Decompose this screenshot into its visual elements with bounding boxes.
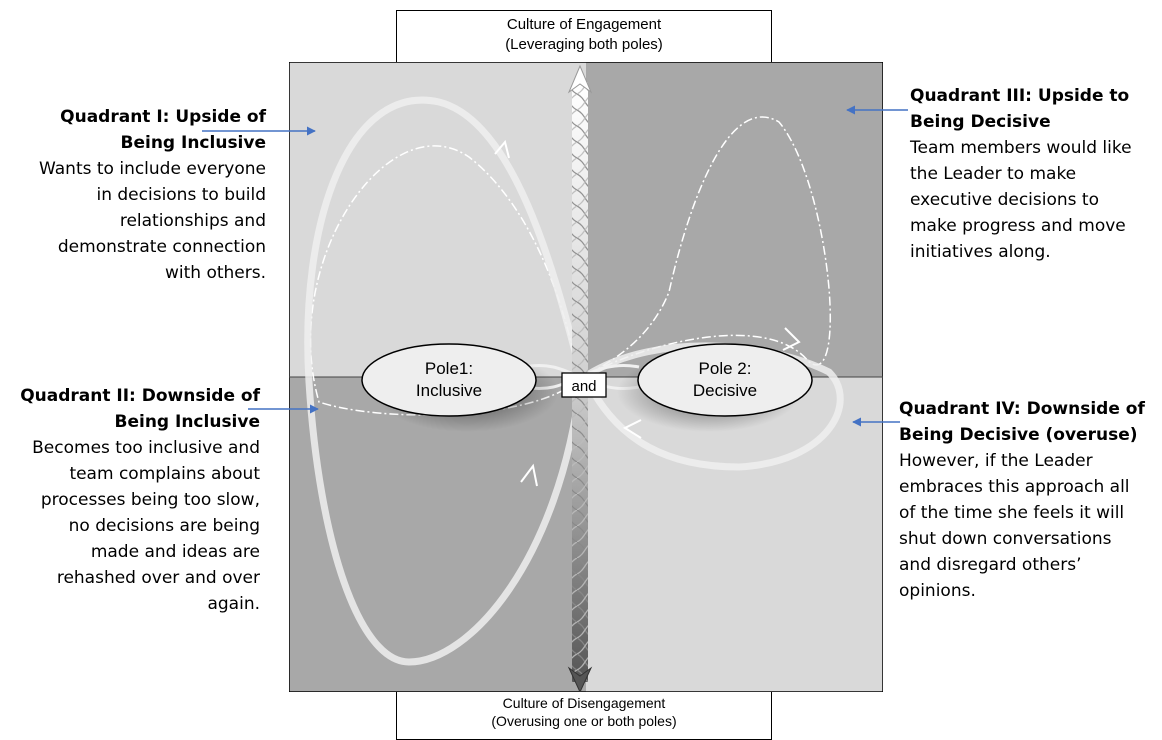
dashed-loop-right [588, 116, 832, 375]
quadrant-1-line: relationships and [119, 211, 266, 231]
quadrant-3-annotation: Quadrant III: Upside to Being Decisive T… [910, 83, 1132, 265]
quadrant-3-title: Quadrant III: Upside to [910, 86, 1130, 106]
pole-1-title: Pole1: [425, 359, 473, 378]
quadrant-1-annotation: Quadrant I: Upside of Being Inclusive Wa… [39, 104, 266, 286]
quadrant-4-line: However, if the Leader [899, 451, 1093, 471]
quadrant-2-annotation: Quadrant II: Downside of Being Inclusive… [20, 383, 260, 617]
quadrant-1-line: Wants to include everyone [39, 159, 266, 179]
loop-arrow-upper-left [494, 139, 510, 159]
quadrant-4-title: Quadrant IV: Downside of [899, 399, 1145, 419]
quadrant-4-annotation: Quadrant IV: Downside of Being Decisive … [899, 396, 1145, 604]
quadrant-2-title-2: Being Inclusive [114, 412, 261, 432]
quadrant-3-line: executive decisions to [910, 190, 1099, 210]
quadrant-2-line: no decisions are being [68, 516, 260, 536]
pole-2-label: Decisive [693, 381, 757, 400]
disengagement-subtitle: (Overusing one or both poles) [491, 713, 677, 729]
quadrant-3-line: Team members would like [910, 138, 1132, 158]
quadrant-3-area [586, 62, 883, 377]
quadrant-2-line: made and ideas are [90, 542, 260, 562]
quadrant-4-line: embraces this approach all [899, 477, 1130, 497]
culture-of-engagement-box: Culture of Engagement (Leveraging both p… [396, 10, 772, 62]
quadrant-1-line: demonstrate connection [57, 237, 266, 257]
quadrant-3-line: initiatives along. [910, 242, 1051, 262]
down-arrow-icon [567, 666, 593, 692]
quadrant-3-title-2: Being Decisive [910, 112, 1051, 132]
engagement-title: Culture of Engagement [506, 16, 662, 33]
pole-2-title: Pole 2: [699, 359, 752, 378]
quadrant-4-line: and disregard others’ [899, 555, 1082, 575]
loop-arrow-right [782, 327, 801, 351]
up-arrow-icon [567, 64, 593, 94]
quadrant-1-line: in decisions to build [96, 185, 266, 205]
quadrant-1-line: with others. [164, 263, 266, 283]
pole-1-label: Inclusive [416, 381, 482, 400]
disengagement-title: Culture of Disengagement [502, 695, 666, 711]
quadrant-2-line: rehashed over and over [56, 568, 260, 588]
polarity-map: Pole1: Inclusive Pole 2: Decisive and [289, 62, 883, 692]
quadrant-3-line: the Leader to make [910, 164, 1077, 184]
quadrant-1-title-2: Being Inclusive [120, 133, 267, 153]
quadrant-2-title: Quadrant II: Downside of [20, 386, 260, 406]
quadrant-2-line: Becomes too inclusive and [32, 438, 260, 458]
quadrant-4-line: shut down conversations [899, 529, 1112, 549]
pole-2-decisive: Pole 2: Decisive [637, 343, 813, 417]
pole-1-inclusive: Pole1: Inclusive [361, 343, 537, 417]
loop-arrow-lower-left [520, 463, 538, 487]
quadrant-2-line: again. [207, 594, 260, 614]
quadrant-2-line: processes being too slow, [40, 490, 260, 510]
loop-arrow-lower-right [622, 419, 642, 439]
quadrant-4-title-2: Being Decisive (overuse) [899, 425, 1138, 445]
and-connector: and [561, 372, 607, 398]
quadrant-4-line: of the time she feels it will [899, 503, 1125, 523]
culture-of-disengagement-box: Culture of Disengagement (Overusing one … [396, 692, 772, 740]
engagement-subtitle: (Leveraging both poles) [505, 36, 663, 53]
quadrant-2-line: team complains about [69, 464, 260, 484]
and-label: and [571, 378, 596, 395]
quadrant-4-line: opinions. [899, 581, 976, 601]
quadrant-1-title: Quadrant I: Upside of [60, 107, 266, 127]
quadrant-3-line: make progress and move [910, 216, 1126, 236]
infinity-loop-left [304, 96, 585, 666]
quadrant-1-area [289, 62, 586, 377]
